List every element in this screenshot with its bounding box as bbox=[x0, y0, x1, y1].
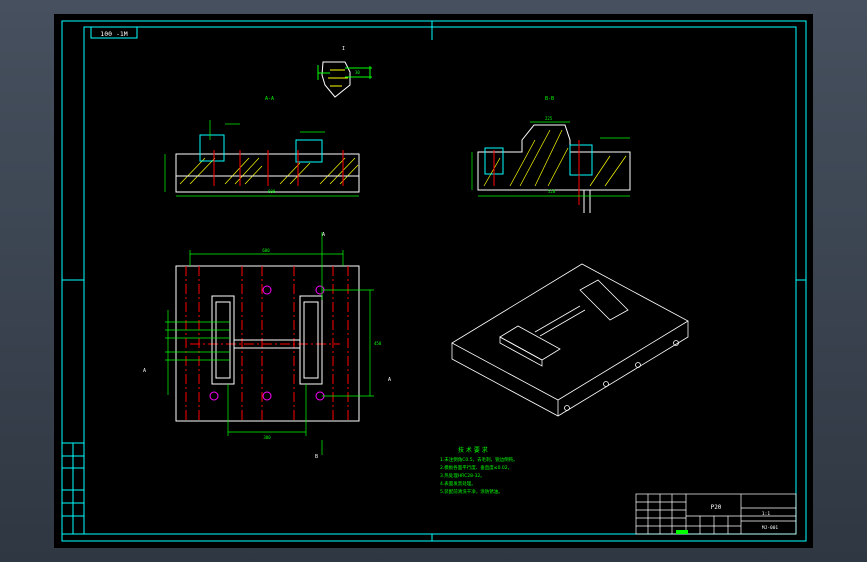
title-block-drawing-no: MJ-001 bbox=[762, 525, 779, 531]
plan-view: 600 380 450 A B A A bbox=[143, 232, 391, 460]
hole-marker bbox=[209, 391, 219, 401]
sheet-background bbox=[54, 14, 813, 548]
detail-view-i: I 30 bbox=[317, 46, 372, 98]
isometric-view bbox=[451, 263, 689, 417]
plan-width-bottom: 380 bbox=[263, 435, 271, 440]
hole-marker bbox=[262, 391, 272, 401]
tech-note-line: 4.表面发黑处理。 bbox=[440, 480, 476, 487]
tech-note-line: 5.装配前清洗干净，涂防锈油。 bbox=[440, 488, 503, 495]
section-label-a: A-A bbox=[265, 96, 274, 102]
tech-note-line: 1.未注倒角C0.5，去毛刺，锐边倒钝。 bbox=[440, 456, 518, 463]
view-marker-b-bottom: B bbox=[315, 454, 318, 460]
section-b-b: B-B 520 225 bbox=[471, 96, 631, 213]
tech-notes-heading: 技 术 要 求 bbox=[458, 446, 488, 454]
view-marker-a-right: A bbox=[388, 377, 391, 383]
hole-marker bbox=[262, 285, 272, 295]
section-a-a: A-A 60 bbox=[164, 96, 360, 197]
left-strip-table bbox=[61, 442, 85, 535]
view-marker-a-left: A bbox=[143, 368, 146, 374]
section-a-width: 600 bbox=[268, 189, 276, 194]
plan-width-top: 600 bbox=[262, 248, 270, 253]
outer-frame bbox=[61, 20, 807, 542]
tech-note-line: 2.模板各面平行度、垂直度≤0.02。 bbox=[440, 464, 512, 471]
tech-note-line: 3.热处理HRC28-32。 bbox=[440, 472, 485, 479]
title-tab: 100 -1M bbox=[90, 26, 138, 39]
title-block bbox=[635, 493, 797, 535]
detail-dim-1: 30 bbox=[355, 70, 360, 75]
detail-marker: I bbox=[342, 46, 345, 52]
section-label-b: B-B bbox=[545, 96, 554, 102]
title-block-scale: 1:1 bbox=[762, 511, 770, 517]
tech-notes: 技 术 要 求 1.未注倒角C0.5，去毛刺，锐边倒钝。 2.模板各面平行度、垂… bbox=[440, 446, 518, 495]
plan-height-right: 450 bbox=[374, 341, 382, 346]
section-b-width: 520 bbox=[548, 189, 556, 194]
section-b-top: 225 bbox=[545, 116, 553, 121]
view-marker-b-top: A bbox=[322, 232, 325, 238]
title-tab-text: 100 -1M bbox=[100, 30, 127, 38]
title-block-material: P20 bbox=[711, 504, 722, 511]
